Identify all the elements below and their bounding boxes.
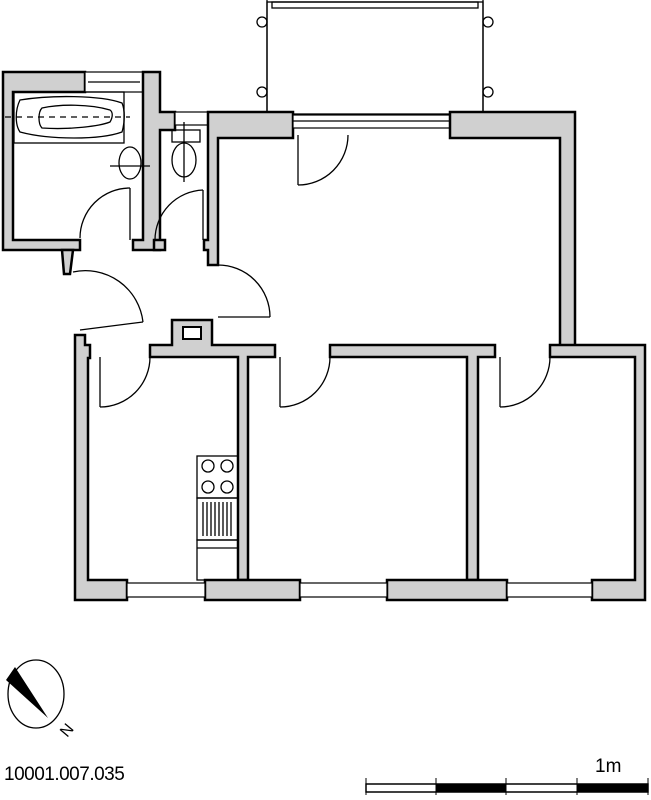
bottom-rooms [73, 318, 647, 602]
scale-bar [365, 778, 649, 795]
bathroom [1, 70, 177, 276]
wc [152, 111, 209, 252]
kitchen-stove [196, 455, 239, 581]
balcony [256, 0, 494, 115]
compass-icon [6, 659, 65, 729]
living-room [72, 110, 577, 352]
scale-bar-label: 1m [595, 756, 622, 777]
plan-reference-code: 10001.007.035 [4, 764, 125, 785]
